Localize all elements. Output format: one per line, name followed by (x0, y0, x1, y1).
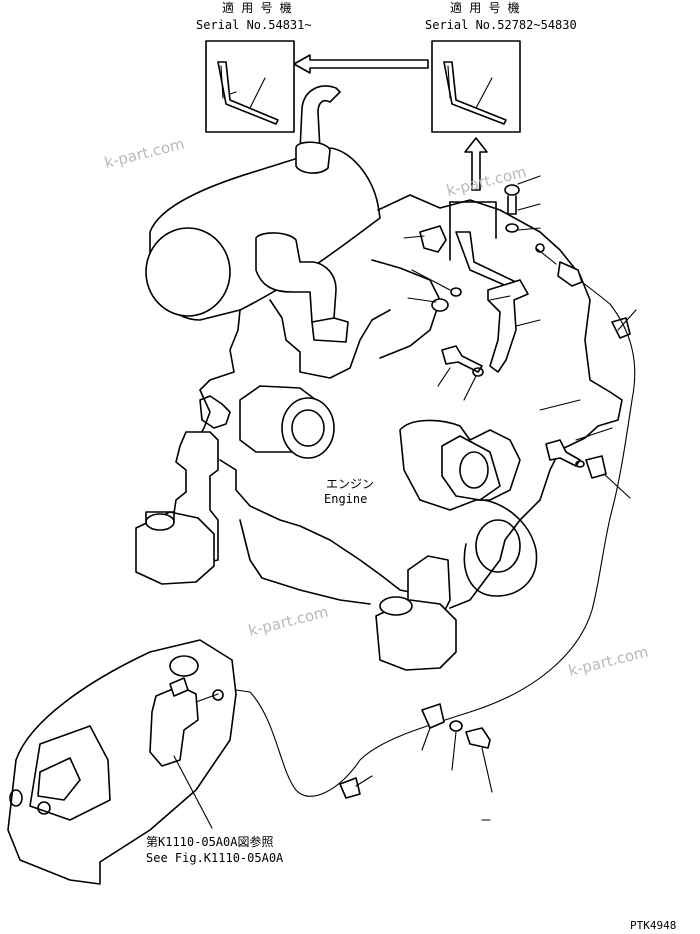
callout-left-serial: Serial No.54831~ (196, 18, 312, 32)
callout-left-frame (205, 40, 295, 133)
up-arrow-icon (464, 137, 488, 191)
harness-clamps (339, 703, 491, 799)
callout-right-serial: Serial No.52782~54830 (425, 18, 577, 32)
engine-label-jp: エンジン (326, 477, 374, 491)
engine-assembly (135, 85, 623, 671)
bracket-old-part-icon (217, 61, 279, 125)
callout-left: 適 用 号 機 Serial No.54831~ (196, 0, 312, 133)
callout-right-jp-label: 適 用 号 機 (450, 0, 520, 15)
reference-label-en: See Fig.K1110-05A0A (146, 851, 284, 865)
watermark-1: k-part.com (103, 135, 187, 172)
chassis-component (7, 639, 237, 885)
supersede-arrow-icon (293, 54, 429, 74)
watermark-3: k-part.com (247, 603, 331, 640)
sensor-bracket-assembly (441, 184, 631, 479)
leader-lines (173, 175, 637, 829)
reference-label-jp: 第K1110-05A0A図参照 (146, 834, 273, 849)
bracket-new-part-icon (443, 61, 507, 125)
callout-right: 適 用 号 機 Serial No.52782~54830 (425, 0, 577, 133)
watermark-4: k-part.com (567, 643, 651, 680)
callout-right-frame (431, 40, 521, 133)
drawing-code: PTK4948 (630, 919, 676, 932)
callout-left-jp-label: 適 用 号 機 (222, 0, 292, 15)
engine-label-en: Engine (324, 492, 367, 506)
